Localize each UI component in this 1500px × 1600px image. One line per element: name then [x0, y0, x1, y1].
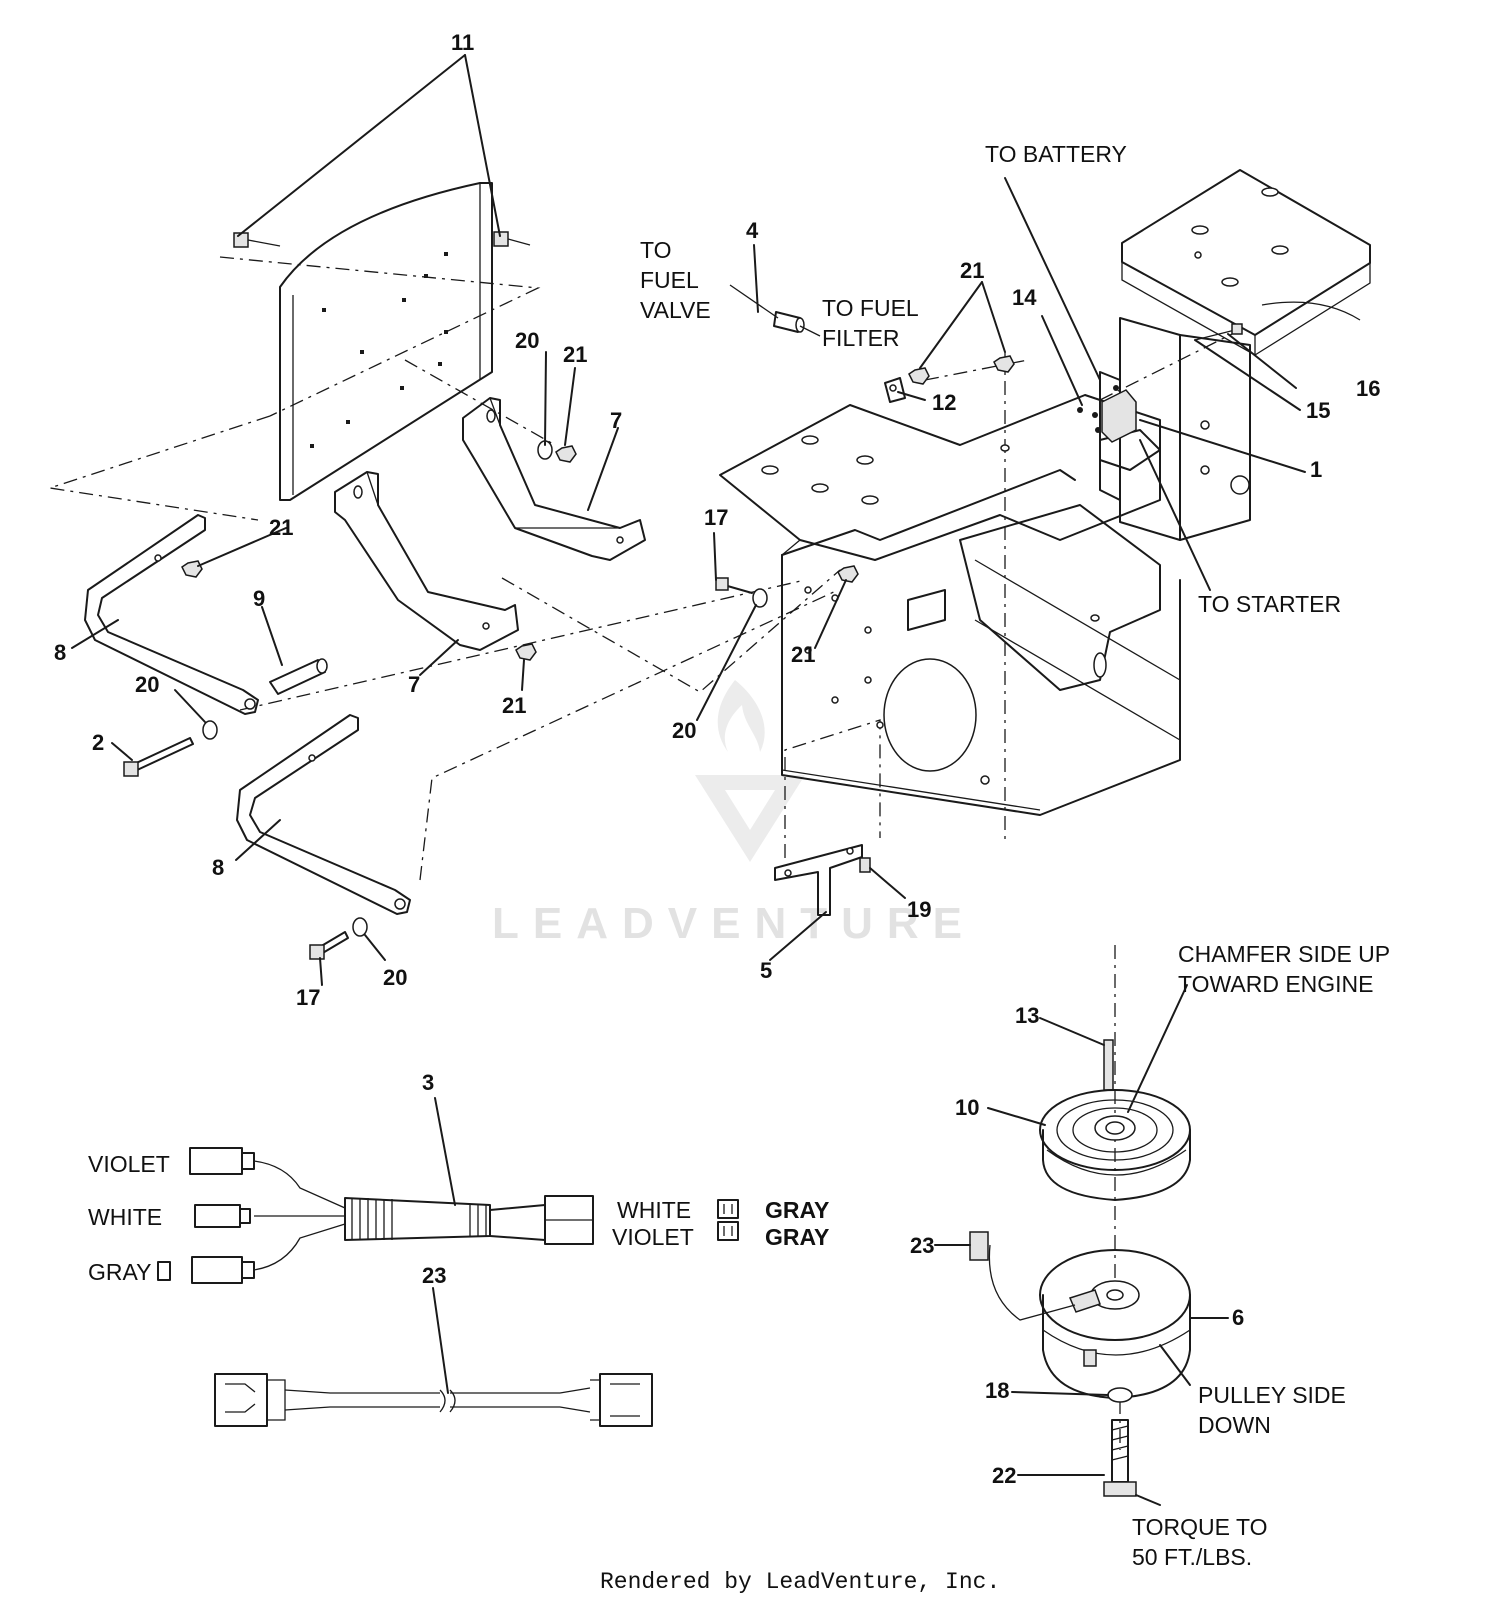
callout-5: 5 — [760, 958, 772, 983]
part-4-fuel-fitting — [729, 284, 821, 337]
part-5-bracket — [774, 844, 871, 916]
callout-4: 4 — [746, 218, 759, 243]
part-12-clip — [884, 377, 906, 403]
callout-23a: 23 — [910, 1233, 934, 1258]
part-6-clutch — [969, 1231, 1191, 1399]
note-chamfer-1: CHAMFER SIDE UP — [1178, 941, 1390, 967]
note-chamfer-2: TOWARD ENGINE — [1178, 971, 1374, 997]
watermark-text: LEADVENTURE — [492, 899, 976, 948]
wire-left-white: WHITE — [88, 1204, 162, 1230]
frame-chassis — [719, 169, 1371, 816]
part-18-lock-washer — [1107, 1387, 1133, 1403]
note-to-fuel-filter-2: FILTER — [822, 325, 900, 351]
callout-14: 14 — [1012, 285, 1037, 310]
note-pulley-side-2: DOWN — [1198, 1412, 1271, 1438]
callout-20b: 20 — [135, 672, 159, 697]
callout-8a: 8 — [54, 640, 66, 665]
wire-labels: VIOLET WHITE GRAY WHITE VIOLET GRAY GRAY — [88, 1151, 829, 1285]
footer-credit: Rendered by LeadVenture, Inc. — [600, 1569, 1000, 1595]
part-9-spacer — [269, 658, 328, 695]
callout-20d: 20 — [383, 965, 407, 990]
nuts-21 — [181, 355, 1015, 661]
callout-3: 3 — [422, 1070, 434, 1095]
callout-17b: 17 — [296, 985, 320, 1010]
callout-1: 1 — [1310, 457, 1322, 482]
part-7-lower-bracket — [334, 471, 519, 651]
callout-23b: 23 — [422, 1263, 446, 1288]
leader-lines — [71, 54, 1306, 1506]
callout-21b: 21 — [960, 258, 984, 283]
callout-21e: 21 — [502, 693, 526, 718]
part-10-pulley — [1039, 1089, 1191, 1201]
part-22-bolt — [1103, 1419, 1137, 1497]
callout-12: 12 — [932, 390, 956, 415]
callout-20a: 20 — [515, 328, 539, 353]
callout-8b: 8 — [212, 855, 224, 880]
note-pulley-side-1: PULLEY SIDE — [1198, 1382, 1346, 1408]
watermark-v-icon — [695, 775, 805, 862]
bolts — [123, 577, 753, 960]
note-to-fuel-filter-1: TO FUEL — [822, 295, 919, 321]
assembly-lines — [49, 256, 1241, 1450]
note-to-fuel-valve-3: VALVE — [640, 297, 711, 323]
notes: TO BATTERY TO STARTER TO FUEL VALVE TO F… — [640, 141, 1390, 1570]
note-to-fuel-valve-1: TO — [640, 237, 672, 263]
callout-19: 19 — [907, 897, 931, 922]
callout-18: 18 — [985, 1378, 1009, 1403]
wire-right-gray-2: GRAY — [765, 1224, 829, 1250]
part-3-harness — [157, 1147, 739, 1284]
callout-2: 2 — [92, 730, 104, 755]
callout-22: 22 — [992, 1463, 1016, 1488]
callout-17a: 17 — [704, 505, 728, 530]
part-8-lower-bar — [236, 714, 411, 915]
callout-10: 10 — [955, 1095, 979, 1120]
callout-15: 15 — [1306, 398, 1330, 423]
callout-20c: 20 — [672, 718, 696, 743]
note-torque-2: 50 FT./LBS. — [1132, 1544, 1252, 1570]
callout-7a: 7 — [610, 408, 622, 433]
wire-left-violet: VIOLET — [88, 1151, 170, 1177]
callout-9: 9 — [253, 586, 265, 611]
callout-21c: 21 — [269, 515, 293, 540]
part-23-cable — [214, 1373, 653, 1427]
part-11-shield-panel — [233, 182, 531, 501]
callout-13: 13 — [1015, 1003, 1039, 1028]
note-to-starter: TO STARTER — [1198, 591, 1341, 617]
watermark: LEADVENTURE — [492, 680, 976, 948]
wire-right-white: WHITE — [617, 1197, 691, 1223]
wire-right-gray-1: GRAY — [765, 1197, 829, 1223]
callout-21a: 21 — [563, 342, 587, 367]
callout-21d: 21 — [791, 642, 815, 667]
part-13-key — [1103, 1039, 1114, 1091]
callout-numbers: 1 2 3 4 5 6 7 7 8 8 9 10 11 12 13 14 15 … — [54, 30, 1380, 1488]
part-8-upper-bar — [84, 514, 259, 715]
note-to-fuel-valve-2: FUEL — [640, 267, 699, 293]
callout-16: 16 — [1356, 376, 1380, 401]
note-to-battery: TO BATTERY — [985, 141, 1127, 167]
callout-6: 6 — [1232, 1305, 1244, 1330]
watermark-flame-icon — [717, 680, 765, 752]
wire-right-violet: VIOLET — [612, 1224, 694, 1250]
note-torque-1: TORQUE TO — [1132, 1514, 1267, 1540]
washers-20 — [202, 440, 768, 937]
part-7-upper-bracket — [462, 397, 646, 561]
callout-11: 11 — [451, 30, 474, 55]
callout-7b: 7 — [408, 672, 420, 697]
wire-left-gray: GRAY — [88, 1259, 151, 1285]
